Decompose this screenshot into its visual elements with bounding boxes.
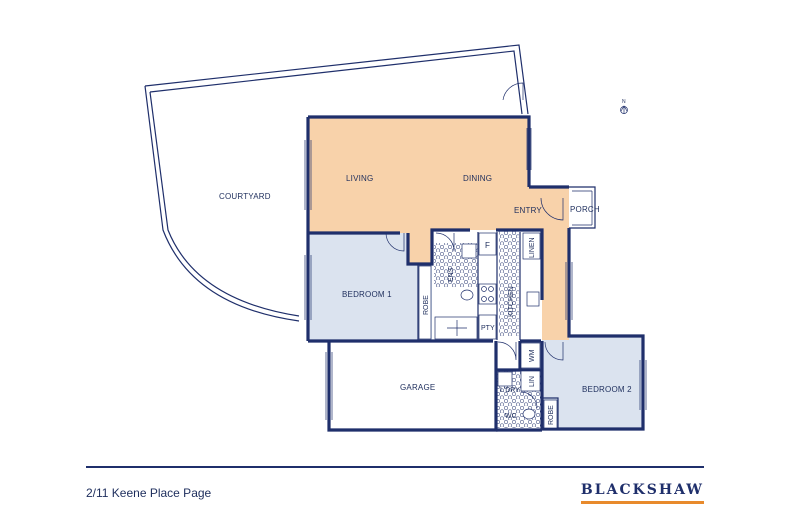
wc-toilet (522, 408, 536, 420)
robe2-cupboard (543, 399, 558, 429)
fridge-label: F (485, 241, 490, 250)
walls (306, 115, 645, 432)
garage-label: GARAGE (400, 383, 435, 392)
ensuite-toilet (460, 289, 474, 301)
ldry-label: L'DRY (500, 387, 520, 394)
fixtures (418, 232, 558, 429)
entry-label: ENTRY (514, 206, 542, 215)
svg-text:N: N (622, 99, 626, 105)
robe1-cupboard (418, 265, 432, 340)
footer-divider (86, 466, 704, 468)
courtyard-outline (144, 44, 529, 322)
door-swings (385, 197, 564, 409)
agency-logo: BLACKSHAW (580, 482, 704, 504)
room-labels: COURTYARD LIVING DINING ENTRY PORCH BEDR… (219, 174, 632, 425)
pantry (478, 314, 497, 340)
wc-label: WC (505, 413, 517, 420)
fridge-space (478, 232, 497, 256)
robe1-label: ROBE (423, 295, 430, 315)
windows (304, 128, 647, 420)
bedroom2-label: BEDROOM 2 (582, 385, 632, 394)
cooktop (478, 283, 497, 305)
property-address: 2/11 Keene Place Page (86, 486, 212, 500)
zone-fills (308, 117, 643, 429)
bedroom2-zone (542, 336, 643, 429)
dining-label: DINING (463, 174, 492, 183)
ens-label: ENS (448, 267, 455, 282)
bedroom1-label: BEDROOM 1 (342, 290, 392, 299)
pantry-label: PTY (481, 325, 495, 332)
living-label: LIVING (346, 174, 373, 183)
wm-label: WM (529, 349, 536, 362)
north-arrow-icon: N (620, 99, 628, 114)
linen-label: LINEN (529, 237, 536, 258)
courtyard-label: COURTYARD (219, 192, 271, 201)
laundry-tub (497, 371, 513, 387)
ensuite-vanity (461, 243, 477, 259)
porch (569, 186, 596, 229)
porch-label: PORCH (570, 205, 600, 214)
lin-cupboard (520, 370, 541, 392)
wm-space (520, 342, 541, 369)
linen-cupboard (522, 232, 541, 260)
kitchen-tiles (499, 231, 519, 336)
kitchen-sink (526, 291, 540, 307)
robe2-label: ROBE (548, 405, 555, 425)
kitchen-label: KITCHEN (508, 286, 515, 317)
lin-label: LIN (529, 376, 536, 387)
bedroom1-zone (308, 233, 432, 341)
